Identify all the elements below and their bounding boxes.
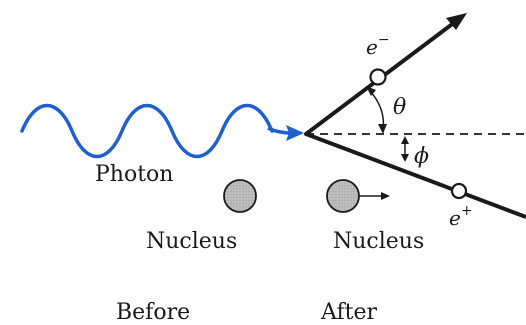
nucleus-after-label: Nucleus: [333, 229, 424, 254]
nucleus-before: [223, 179, 257, 213]
positron-track: [305, 132, 526, 219]
theta-arrowhead-top: [366, 86, 376, 96]
positron-dot: [450, 182, 468, 200]
electron-label: e−: [366, 32, 390, 59]
before-label: Before: [116, 300, 190, 325]
photon-arrowhead: [286, 125, 304, 141]
theta-label: θ: [393, 95, 406, 120]
photon-label: Photon: [95, 162, 173, 187]
nucleus-before-label: Nucleus: [146, 229, 237, 254]
phi-arrowhead-bottom: [401, 154, 409, 162]
after-label: After: [320, 300, 378, 325]
electron-arrowhead: [446, 13, 467, 30]
nucleus-recoil-arrowhead: [381, 192, 390, 200]
positron-label: e+: [449, 203, 473, 230]
theta-arrowhead-bottom: [378, 124, 387, 134]
phi-label: ϕ: [414, 144, 429, 169]
photon-wave: [20, 103, 274, 159]
phi-arrowhead-top: [401, 136, 409, 144]
electron-dot: [369, 68, 387, 86]
nucleus-after: [326, 179, 360, 213]
